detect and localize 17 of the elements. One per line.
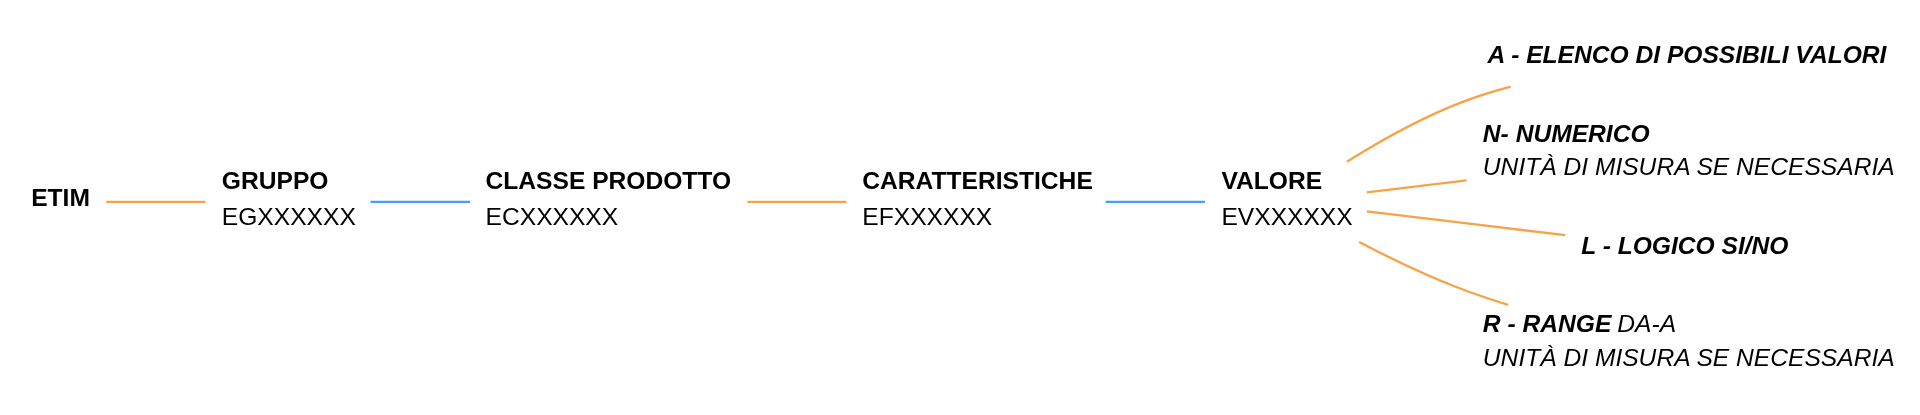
node-text: VALORE EVXXXXXX	[1221, 166, 1353, 230]
connector	[1366, 178, 1467, 193]
node-text: CLASSE PRODOTTO ECXXXXXX	[485, 166, 732, 230]
node-text: R - RANGE DA-A UNITÀ DI MISURA SE NECESSARIA	[1482, 309, 1895, 371]
connector	[1105, 200, 1205, 203]
node-text: ETIM	[31, 183, 90, 211]
connector	[1358, 240, 1509, 306]
node-text: GRUPPO EGXXXXXX	[221, 166, 356, 230]
connector	[1366, 209, 1566, 236]
node-text: A - ELENCO DI POSSIBILI VALORI	[1487, 40, 1887, 68]
node-text: N- NUMERICO UNITÀ DI MISURA SE NECESSARIA	[1482, 119, 1895, 180]
connector	[106, 200, 206, 203]
node-text: L - LOGICO SI/NO	[1581, 231, 1789, 259]
connector	[1346, 85, 1511, 163]
connector	[370, 200, 471, 203]
connector	[747, 200, 847, 203]
node-text: CARATTERISTICHE EFXXXXXX	[862, 166, 1093, 230]
